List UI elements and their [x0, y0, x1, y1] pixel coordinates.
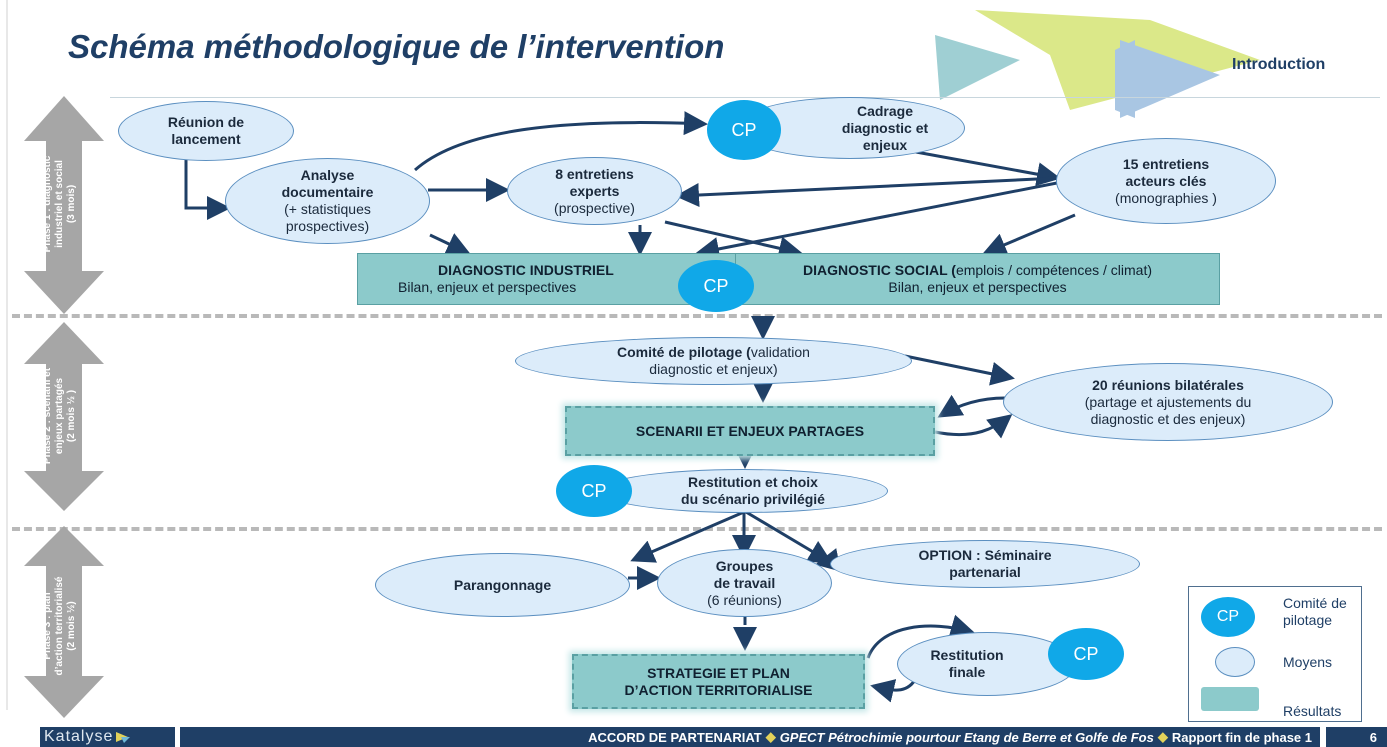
flow-arrows — [184, 111, 1076, 703]
phase-separator-1 — [12, 314, 1382, 318]
node-comite-pilotage: Comité de pilotage (validation diagnosti… — [515, 337, 912, 385]
arrow-acteurs-diagsoc — [982, 213, 1076, 256]
arrow-strategie-finale — [866, 614, 975, 659]
logo-text: Katalyse — [44, 728, 114, 745]
cp-badge-finale: CP — [1048, 628, 1124, 680]
arrow-reunion-analyse — [184, 160, 231, 220]
cp-badge-cadrage: CP — [707, 100, 781, 160]
result-scenarii: SCENARII ET ENJEUX PARTAGES — [565, 406, 935, 456]
footer-part3: Rapport fin de phase 1 — [1171, 729, 1312, 745]
arrow-scenarii-bilat — [934, 414, 1013, 439]
phase-separator-2 — [12, 527, 1382, 531]
arrow-experts-diagsoc — [664, 220, 803, 260]
blue-arrow-shape — [1120, 40, 1220, 118]
page-number: 6 — [1326, 727, 1387, 747]
arrow-restit-parang — [630, 510, 745, 563]
arrow-comite-bilat — [904, 354, 1015, 386]
legend-moyens-icon — [1215, 647, 1255, 677]
phase-2-arrow — [24, 322, 104, 511]
footer-part2: GPECT Pétrochimie pourtour Etang de Berr… — [779, 729, 1154, 745]
arrow-analyse-cadrage — [414, 111, 708, 172]
legend-cp-icon: CP — [1201, 597, 1255, 637]
result-diagnostic-social: DIAGNOSTIC SOCIAL (emplois / compétences… — [735, 253, 1220, 305]
phase-arrows — [24, 96, 104, 718]
arrow-bilat-scenarii — [937, 394, 1006, 418]
teal-arrow-shape — [935, 35, 1020, 100]
node-parangonnage: Parangonnage — [375, 553, 630, 617]
cp-badge-diagnostic: CP — [678, 260, 754, 312]
legend-resultats-label: Résultats — [1283, 703, 1342, 719]
footer-part1: ACCORD DE PARTENARIAT — [588, 729, 762, 745]
arrow-acteurs-diagind — [695, 180, 1063, 261]
phase-1-arrow — [24, 96, 104, 314]
page-title: Schéma méthodologique de l’intervention — [68, 28, 725, 65]
footer-diamond-icon: ◆ — [1157, 729, 1168, 744]
node-reunions-bilaterales: 20 réunions bilatérales (partage et ajus… — [1003, 363, 1333, 441]
phase-3-arrow — [24, 526, 104, 718]
header-rule — [110, 97, 1380, 98]
left-border — [6, 0, 8, 710]
footer-diamond-icon: ◆ — [765, 729, 776, 744]
cp-badge-restitution: CP — [556, 465, 632, 517]
result-diagnostic-industriel: DIAGNOSTIC INDUSTRIEL Bilan, enjeux et p… — [357, 253, 742, 305]
katalyse-logo: Katalyse — [40, 727, 175, 747]
header-decoration — [935, 10, 1260, 118]
arrow-cadrage-acteurs — [904, 148, 1061, 187]
logo-arrow-icon — [116, 732, 131, 743]
section-label: Introduction — [1232, 56, 1326, 73]
arrow-acteurs-experts — [675, 176, 1059, 207]
arrow-finale-strategie — [870, 679, 917, 703]
legend-resultats-icon — [1201, 687, 1259, 711]
legend-moyens-label: Moyens — [1283, 654, 1333, 670]
footer-bar: ACCORD DE PARTENARIAT ◆ GPECT Pétrochimi… — [180, 727, 1320, 747]
arrow-analyse-diag — [429, 233, 471, 255]
